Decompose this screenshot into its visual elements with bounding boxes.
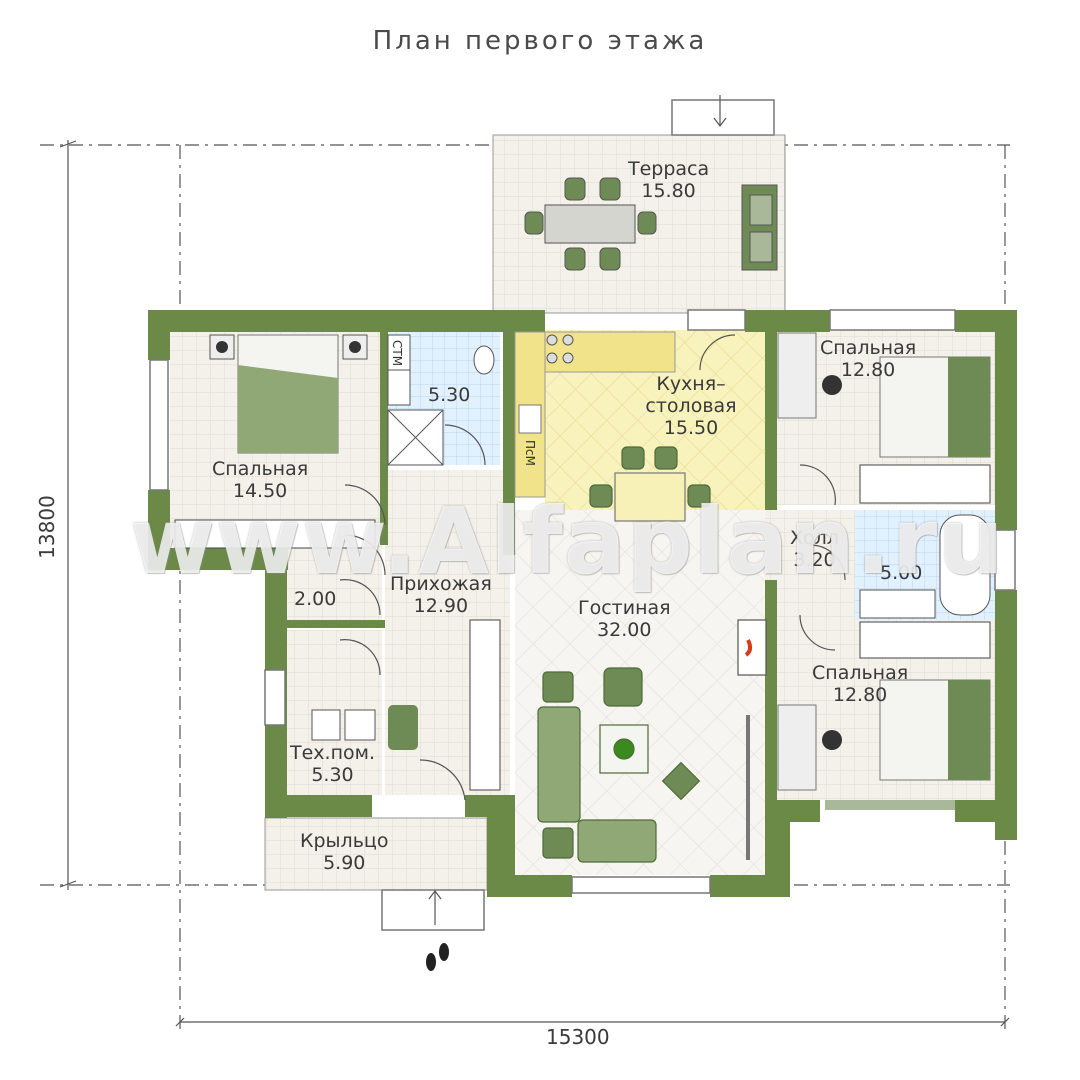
bedroom1-furniture [174, 334, 376, 549]
room-name: Прихожая [390, 573, 492, 595]
room-name: Спальная [820, 337, 917, 359]
porch-step-bottom [381, 889, 485, 931]
room-label-hall: Холл 3.20 [790, 527, 839, 571]
height-dimension: 13800 [34, 495, 59, 559]
room-label-kitchen: Кухня– столовая 15.50 [636, 373, 746, 439]
watermark: www.Alfaplan.ru [130, 488, 1005, 595]
room-name: Холл [790, 527, 839, 549]
hall-floor [765, 510, 855, 620]
room-area: 5.30 [311, 764, 354, 786]
living-furniture [537, 619, 767, 863]
room-label-bedroom-1: Спальная 14.50 [212, 458, 308, 502]
room-area: 15.80 [641, 180, 696, 202]
dining-table-kitchen [589, 446, 711, 522]
room-area: 2.00 [294, 588, 337, 610]
porch-step-top [671, 99, 775, 136]
terrace-furniture [524, 177, 778, 271]
footprints-icon [426, 943, 449, 971]
room-name: Спальная [812, 662, 909, 684]
bedroom2-furniture [777, 332, 991, 504]
room-label-living: Гостиная 32.00 [578, 597, 671, 641]
kitchen-counter [514, 331, 676, 498]
room-area: 32.00 [597, 619, 652, 641]
room-name: Тех.пом. [290, 742, 375, 764]
room-area: 14.50 [232, 480, 288, 502]
room-area: 15.50 [663, 417, 719, 439]
tech-equipment [311, 709, 376, 741]
windows [149, 309, 1016, 894]
room-label-hallway: Прихожая 12.90 [390, 573, 492, 617]
room-area: 5.00 [880, 562, 923, 584]
room-name: Гостиная [578, 597, 671, 619]
room-area: 12.80 [840, 359, 896, 381]
room-label-bathroom-1: 5.30 [428, 384, 470, 406]
porch-floor [264, 817, 488, 891]
room-name: Крыльцо [300, 830, 389, 852]
room-label-porch: Крыльцо 5.90 [300, 830, 388, 874]
bathroom2-fixtures [859, 514, 991, 619]
room-area: 3.20 [793, 549, 836, 571]
room-area: 5.90 [323, 852, 366, 874]
washing-machine-label: СТМ [390, 340, 404, 367]
doors [339, 334, 846, 801]
hallway-wardrobe [469, 619, 501, 791]
room-label-tech: Тех.пом. 5.30 [290, 742, 375, 786]
room-label-bedroom-2: Спальная 12.80 [820, 337, 916, 381]
entry-arrows [428, 95, 727, 925]
room-name: Кухня– столовая [645, 373, 737, 417]
room-name: Спальная [212, 458, 309, 480]
room-label-bedroom-3: Спальная 12.80 [812, 662, 908, 706]
room-area: 12.90 [413, 595, 469, 617]
bathroom1-fixtures [387, 334, 495, 466]
hallway-bench [388, 705, 418, 750]
room-label-closet: 2.00 [294, 588, 336, 610]
width-dimension: 15300 [546, 1025, 610, 1049]
room-label-bathroom-2: 5.00 [880, 562, 922, 584]
room-area: 12.80 [832, 684, 888, 706]
dishwasher-label: ПсМ [523, 440, 537, 466]
dimension-measures [59, 140, 1010, 1027]
room-name: Терраса [628, 158, 710, 180]
room-label-terrace: Терраса 15.80 [628, 158, 709, 202]
closet-floor [287, 545, 382, 620]
plan-title: План первого этажа [372, 26, 708, 56]
bedroom3-furniture [777, 621, 991, 791]
room-area: 5.30 [428, 384, 471, 406]
